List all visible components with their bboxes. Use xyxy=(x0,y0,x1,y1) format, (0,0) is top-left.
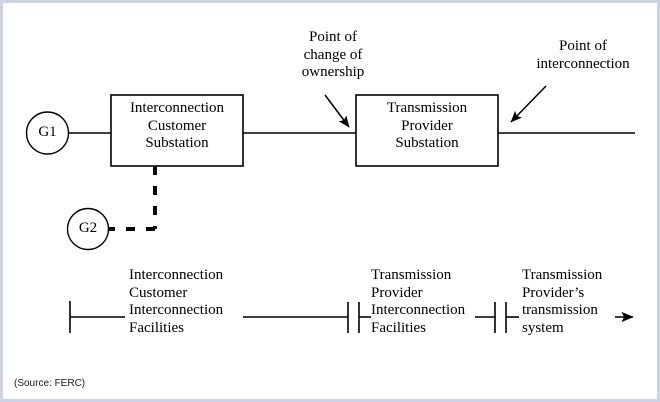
generator-g2-label: G2 xyxy=(78,220,98,236)
provider-substation-box xyxy=(355,94,499,167)
provider-transmission-system-label: Transmission Provider’s transmission sys… xyxy=(522,267,603,337)
generator-g1-label: G1 xyxy=(38,124,57,140)
provider-substation-label: Transmission Provider Substation xyxy=(386,100,468,152)
provider-interconnection-facilities-label: Transmission Provider Interconnection Fa… xyxy=(371,267,466,337)
source-note: (Source: FERC) xyxy=(14,378,86,389)
customer-substation-label: Interconnection Customer Substation xyxy=(129,100,225,152)
customer-substation-box xyxy=(110,94,244,167)
generator-g2-circle xyxy=(66,207,110,251)
arrow-point-of-change-of-ownership xyxy=(324,94,350,128)
point-of-change-of-ownership-label: Point of change of ownership xyxy=(301,29,365,81)
diagram-canvas xyxy=(25,85,635,333)
point-of-interconnection-label: Point of interconnection xyxy=(536,38,630,72)
customer-interconnection-facilities-label: Interconnection Customer Interconnection… xyxy=(129,267,224,337)
arrow-point-of-interconnection xyxy=(510,85,547,123)
